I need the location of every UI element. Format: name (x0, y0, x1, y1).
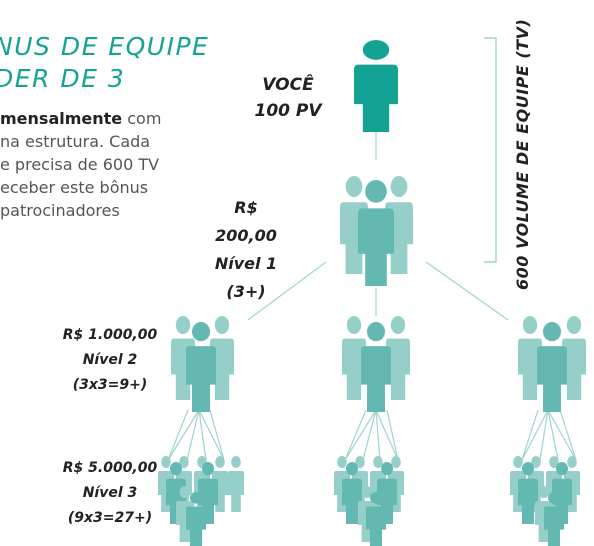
description-line-1: mensalmente com (0, 109, 162, 128)
level3-group-icon-left (158, 456, 244, 546)
level3-count: (9x3=27+) (67, 510, 153, 526)
level3-amount: R$ 5.000,00 (62, 460, 158, 476)
level1-count: (3+) (226, 282, 266, 301)
description-line-4: eceber este bônus (0, 178, 149, 197)
level3-level: Nível 3 (82, 485, 138, 501)
team-volume-bracket (484, 37, 497, 263)
you-label: VOCÊ 100 PV (238, 72, 338, 124)
level2-group-icon-right (518, 316, 586, 412)
level2-amount: R$ 1.000,00 (62, 327, 158, 343)
connector-lines (167, 132, 577, 461)
level2-level: Nível 2 (82, 352, 138, 368)
level2-group-icon-center (342, 316, 410, 412)
title-line-2: DER DE 3 (0, 64, 126, 93)
level1-amount-currency: R$ (234, 198, 258, 217)
title-line-1: NUS DE EQUIPE (0, 32, 210, 61)
level1-amount-value: 200,00 (215, 226, 277, 245)
you-name: VOCÊ (262, 75, 314, 95)
description: mensalmente com na estrutura. Cada e pre… (0, 107, 161, 222)
description-line-2: na estrutura. Cada (0, 132, 151, 151)
level2-count: (3x3=9+) (72, 377, 148, 393)
description-line-5: patrocinadores (0, 201, 120, 220)
level3-label: R$ 5.000,00 Nível 3 (9x3=27+) (52, 456, 168, 531)
you-pv: 100 PV (254, 101, 322, 121)
level3-group-icon-right (510, 456, 580, 546)
level2-group-icon-left (171, 316, 234, 412)
level1-label: R$ 200,00 Nível 1 (3+) (196, 194, 296, 306)
level1-level: Nível 1 (214, 254, 278, 273)
level3-group-icon-center (334, 456, 404, 546)
description-line-3: e precisa de 600 TV (0, 155, 160, 174)
team-volume-label: 600 VOLUME DE EQUIPE (TV) (513, 18, 532, 290)
you-person-icon (354, 40, 398, 132)
level1-group-icon (340, 176, 413, 286)
level2-label: R$ 1.000,00 Nível 2 (3x3=9+) (52, 323, 168, 398)
